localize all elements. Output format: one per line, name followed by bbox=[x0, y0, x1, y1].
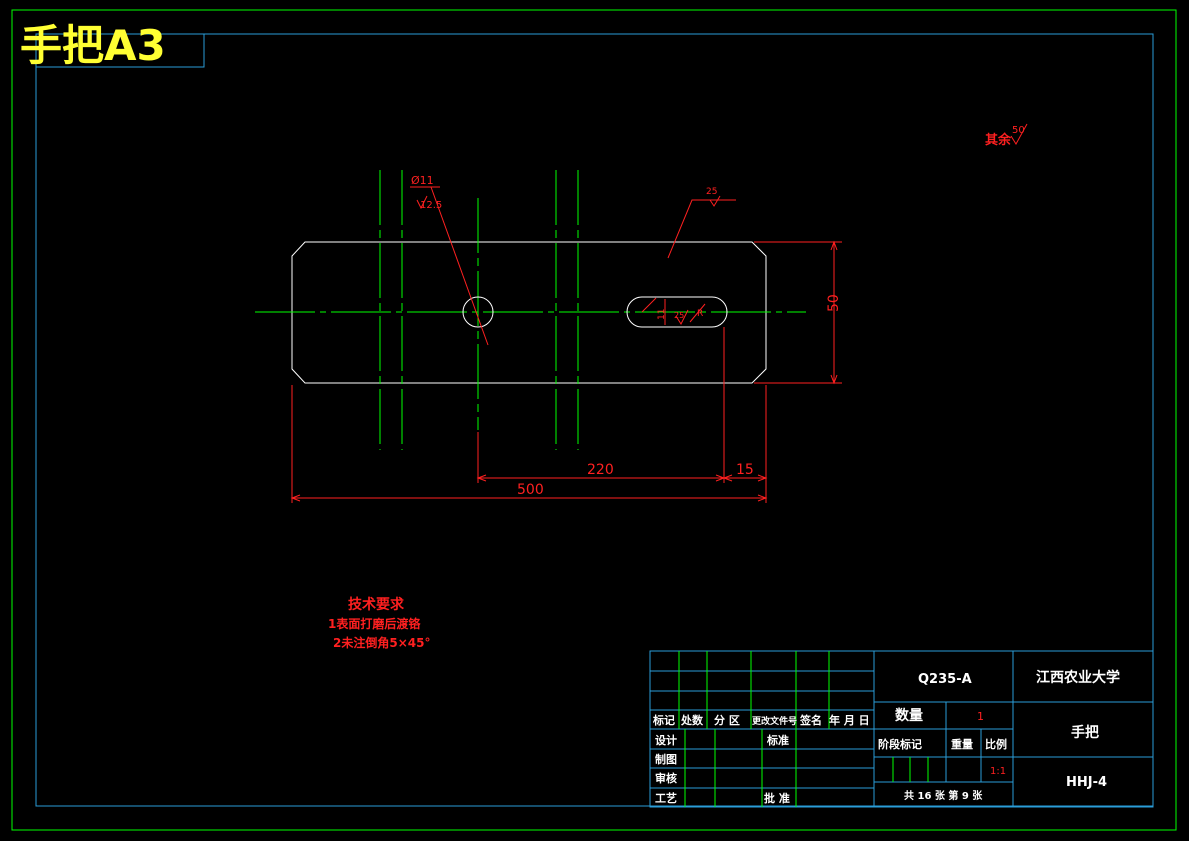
drawn-label: 制图 bbox=[655, 752, 677, 766]
quantity-label: 数量 bbox=[895, 707, 923, 724]
drawing-number: HHJ-4 bbox=[1066, 775, 1107, 790]
slot-roughness-label: 25 bbox=[674, 311, 684, 320]
title-label-box bbox=[35, 33, 205, 68]
scale-label: 比例 bbox=[985, 737, 1007, 751]
dim-total-length bbox=[290, 494, 768, 502]
dim-slot-to-edge bbox=[722, 474, 768, 482]
school-name: 江西农业大学 bbox=[1036, 669, 1120, 686]
tech-requirements-heading: 技术要求 bbox=[348, 596, 405, 613]
slot-radius-leader bbox=[689, 303, 706, 323]
dim-total-length-label: 500 bbox=[517, 482, 544, 498]
outer-frame bbox=[11, 9, 1177, 831]
roughness-other-symbol bbox=[1010, 123, 1028, 145]
surface-roughness-leader bbox=[667, 199, 736, 259]
stage-label: 阶段标记 bbox=[878, 737, 922, 751]
inner-frame bbox=[35, 33, 1154, 807]
hole-diameter-label: Ø11 bbox=[411, 174, 434, 187]
hole-roughness-symbol bbox=[416, 195, 428, 210]
slot-leader bbox=[641, 297, 657, 313]
tech-requirement-1: 1表面打磨后渡铬 bbox=[328, 616, 421, 631]
rev-header-date: 年 月 日 bbox=[829, 713, 870, 727]
scale-value: 1:1 bbox=[990, 766, 1006, 777]
tech-requirement-2: 2未注倒角5×45° bbox=[333, 635, 430, 650]
rev-header-count: 处数 bbox=[680, 713, 704, 727]
sheet-count: 共 16 张 第 9 张 bbox=[904, 789, 983, 802]
height-dimension-label: 50 bbox=[826, 294, 842, 312]
surface-roughness-label: 25 bbox=[706, 187, 717, 197]
slot-roughness-symbol bbox=[675, 309, 689, 326]
title-block: 标记 处数 分 区 更改文件号 签名 年 月 日 设计 标准 制图 审核 工艺 … bbox=[649, 650, 1154, 808]
approve-label: 批 准 bbox=[764, 791, 790, 805]
design-label: 设计 bbox=[655, 733, 677, 747]
slot-radius-label: R bbox=[697, 309, 703, 319]
roughness-other-value: 50 bbox=[1012, 125, 1025, 136]
slot-width-label: 11 bbox=[657, 309, 667, 320]
vertical-guides bbox=[379, 170, 579, 450]
surface-roughness-symbol bbox=[709, 195, 721, 207]
extension-lines bbox=[291, 327, 767, 503]
standard-label: 标准 bbox=[766, 733, 789, 747]
hole-roughness-label: 12.5 bbox=[420, 200, 442, 211]
hole-leader bbox=[430, 186, 489, 346]
check-label: 审核 bbox=[655, 771, 677, 785]
rev-header-sign: 签名 bbox=[799, 713, 822, 727]
material-value: Q235-A bbox=[918, 672, 972, 687]
weight-label: 重量 bbox=[951, 737, 973, 751]
roughness-other-label: 其余 bbox=[985, 132, 1012, 148]
process-label: 工艺 bbox=[655, 791, 677, 805]
rev-header-mark: 标记 bbox=[652, 713, 675, 727]
height-dimension bbox=[754, 240, 842, 385]
rev-header-zone: 分 区 bbox=[714, 713, 740, 727]
quantity-value: 1 bbox=[977, 710, 984, 723]
dim-hole-to-slot-label: 220 bbox=[587, 462, 614, 478]
part-name: 手把 bbox=[1071, 724, 1099, 741]
hole bbox=[462, 296, 494, 328]
rev-header-doc: 更改文件号 bbox=[752, 715, 797, 727]
slot bbox=[626, 296, 728, 328]
part-outline bbox=[291, 241, 767, 384]
dim-slot-to-edge-label: 15 bbox=[736, 462, 754, 478]
drawing-title: 手把A3 bbox=[20, 21, 166, 70]
